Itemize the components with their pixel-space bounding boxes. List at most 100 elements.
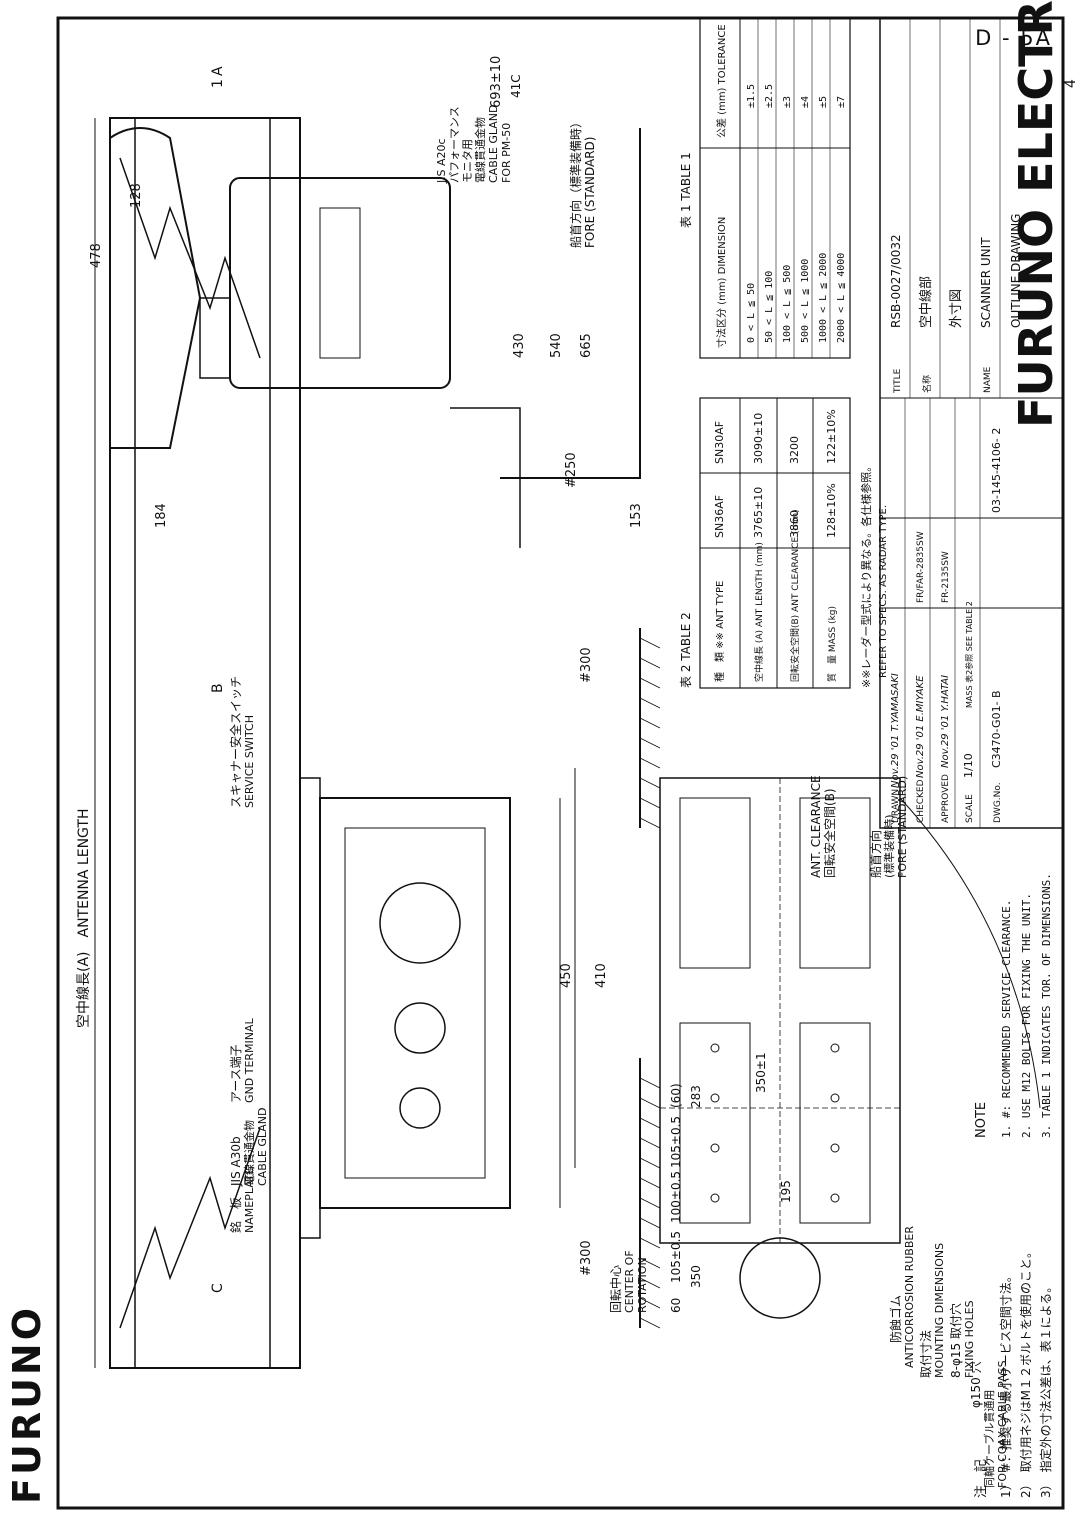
fore-en: FORE (STANDARD) [583, 137, 597, 248]
table1-caption: 表 1 TABLE 1 [679, 152, 693, 228]
tb-scale-value: 1/10 [962, 753, 975, 778]
cable-gland-ja: 電線貫通金物 [242, 1120, 256, 1186]
gland-ja: 電線貫通金物 [473, 117, 487, 183]
tb-drawn-value: Nov.29 '01 T.YAMASAKI [890, 673, 901, 788]
mount-title-en: MOUNTING DIMENSIONS [933, 1243, 946, 1378]
dim-450: 450 [559, 963, 574, 988]
mount-dim-6: 283 [689, 1085, 703, 1108]
mount-dim-3: 105±0.5 [669, 1116, 683, 1168]
mount-dim-8: 350±1 [754, 1052, 768, 1093]
zone-row-b: B [210, 683, 226, 693]
gland-monitor: モニタ用 [461, 139, 474, 183]
dim-250: #250 [564, 452, 579, 488]
dim-665: 665 [579, 333, 594, 358]
hole150-ja2: 同軸ケーブル貫通用 [982, 1390, 996, 1488]
tb-checked-value: Nov.29 '01 E.MIYAKE [915, 675, 926, 778]
t1-r5c0: 2000 < L ≦ 4000 [836, 253, 847, 343]
mount-dim-7: 195 [779, 1180, 793, 1203]
t1-r2c0: 100 < L ≦ 500 [782, 265, 793, 343]
rubber-ja: 防蝕ゴム [888, 1295, 903, 1343]
tb-name-en-2: OUTLINE DRAWING [1009, 214, 1023, 328]
t1-r3c1: ±4 [800, 96, 811, 108]
mount-dim-4: (60) [669, 1083, 683, 1108]
table-1: 表 1 TABLE 1 寸法区分 (mm) DIMENSION 公差 (mm) … [679, 17, 851, 359]
tb-approved-value: Nov.29 '01 Y.HATAI [940, 675, 951, 768]
t2-h2: SN30AF [713, 421, 726, 464]
t2-foot-en: REFER TO SPECS. AS RADAR TYPE. [878, 505, 889, 678]
fixing-ja: 8-φ15 取付穴 [948, 1303, 963, 1378]
notes-en-1: 1. #: RECOMMENDED SERVICE CLEARANCE. [1000, 900, 1013, 1138]
mounting-view: 60 105±0.5 100±0.5 105±0.5 (60) 350 283 … [608, 775, 1041, 1488]
t1-r0c0: 0 < L ≦ 50 [746, 283, 757, 343]
zone-col-4: 4 [1063, 79, 1079, 88]
t2-r0c0: 空中線長 (A) ANT LENGTH (mm) [753, 542, 765, 682]
notes-ja-2: 2） 取付用ネジはM１２ボルトを使用のこと。 [1018, 1246, 1033, 1498]
hole150-ja: φ150 穴 [968, 1361, 983, 1408]
tb-name-ja-1: 空中線部 [918, 276, 934, 328]
dim-540: 540 [549, 333, 564, 358]
tb-mass: MASS 表2参照 SEE TABLE 2 [964, 601, 974, 708]
gland-jis: JIS A20c [435, 138, 448, 184]
nameplate-ja: 銘 板 [228, 1197, 243, 1233]
mount-title-ja: 取付寸法 [919, 1330, 933, 1378]
gland-en: CABLE GLAND [487, 105, 500, 183]
t1-r4c1: ±5 [818, 96, 829, 108]
dim-478: 478 [89, 243, 104, 268]
t1-r4c0: 1000 < L ≦ 2000 [818, 253, 829, 343]
t1-r2c1: ±3 [782, 96, 793, 108]
page-id: D - 5A [975, 26, 1052, 50]
tb-part-no: 03-145-4106- 2 [990, 428, 1003, 513]
profile-view: 430 540 665 #250 153 184 478 128 693±10 … [89, 56, 644, 548]
dim-300b: #300 [579, 647, 594, 683]
tb-name-en-1: SCANNER UNIT [979, 237, 993, 328]
notes: 注 記 1） #：推奨する最小サービス空間寸法。 2） 取付用ネジはM１２ボルト… [973, 873, 1053, 1498]
tb-dwg-label: DWG.No. [993, 782, 1003, 823]
t2-r0c2: 3090±10 [752, 413, 765, 464]
tb-name-ja-2: 外寸図 [949, 289, 964, 328]
notes-en-3: 3. TABLE 1 INDICATES TOR. OF DIMENSIONS. [1040, 873, 1053, 1138]
mount-fore-1: 船首方向 [868, 830, 883, 878]
dim-153: 153 [629, 503, 644, 528]
tb-drawn-label: DRAWN [891, 789, 901, 823]
tb-checked-label: CHECKED [916, 779, 926, 823]
gland-pm50: FOR PM-50 [500, 123, 513, 183]
zone-col-1: 1 [210, 79, 226, 88]
tb-title-label: TITLE [893, 368, 903, 394]
antenna-length-label: 空中線長(A) ANTENNA LENGTH [76, 809, 92, 1028]
brand-logo: FURUNO [5, 1305, 49, 1504]
table-2: 表 2 TABLE 2 種 類 ※※ ANT TYPE SN36AF SN30A… [679, 397, 889, 689]
tb-name-label: NAME [983, 366, 993, 393]
t1-h1: 公差 (mm) TOLERANCE [715, 24, 728, 138]
gnd-terminal-en: GND TERMINAL [243, 1017, 256, 1103]
t2-r2c0: 質 量 MASS (kg) [826, 606, 838, 682]
dim-300a: #300 [579, 1240, 594, 1276]
t2-r2c1: 128±10% [825, 483, 838, 538]
dim-430: 430 [512, 333, 527, 358]
notes-ja-3: 3） 指定外の寸法公差は、表１による。 [1038, 1281, 1053, 1498]
tb-model1: FR/FAR-2835SW [916, 531, 926, 603]
notes-ja-1: 1） #：推奨する最小サービス空間寸法。 [999, 1270, 1013, 1498]
t1-r1c1: ±2.5 [764, 84, 775, 108]
mount-fore-3: FORE (STANDARD) [896, 776, 909, 878]
mount-dim-5: 350 [689, 1265, 703, 1288]
tb-dwg-value: C3470-G01- B [990, 690, 1003, 768]
tb-title-value: RSB-0027/0032 [889, 234, 903, 328]
service-switch-en: SERVICE SWITCH [243, 715, 256, 808]
dim-128: 128 [129, 183, 144, 208]
zone-row-c: C [210, 1283, 226, 1293]
dim-410: 410 [594, 963, 609, 988]
hole150-en: FOR COAX CABLE PASS [996, 1360, 1009, 1488]
t2-foot-ja: ※※レーダー型式により異なる。各仕様参照。 [859, 461, 873, 688]
mount-fore-2: (標準装備時) [882, 814, 896, 878]
mount-dim-0: 60 [669, 1298, 683, 1313]
tb-model2: FR-2135SW [941, 551, 951, 603]
t2-r1c0: 回転安全空間(B) ANT CLEARANCE (mm) [789, 509, 801, 682]
center-en1: CENTER OF [623, 1250, 636, 1313]
t1-h0: 寸法区分 (mm) DIMENSION [715, 217, 728, 348]
dim-41c: 41C [509, 74, 523, 98]
tb-approved-label: APPROVED [941, 774, 951, 823]
service-switch-ja: スキャナー安全スイッチ [228, 676, 243, 808]
rubber-en: ANTICORROSION RUBBER [903, 1226, 916, 1368]
